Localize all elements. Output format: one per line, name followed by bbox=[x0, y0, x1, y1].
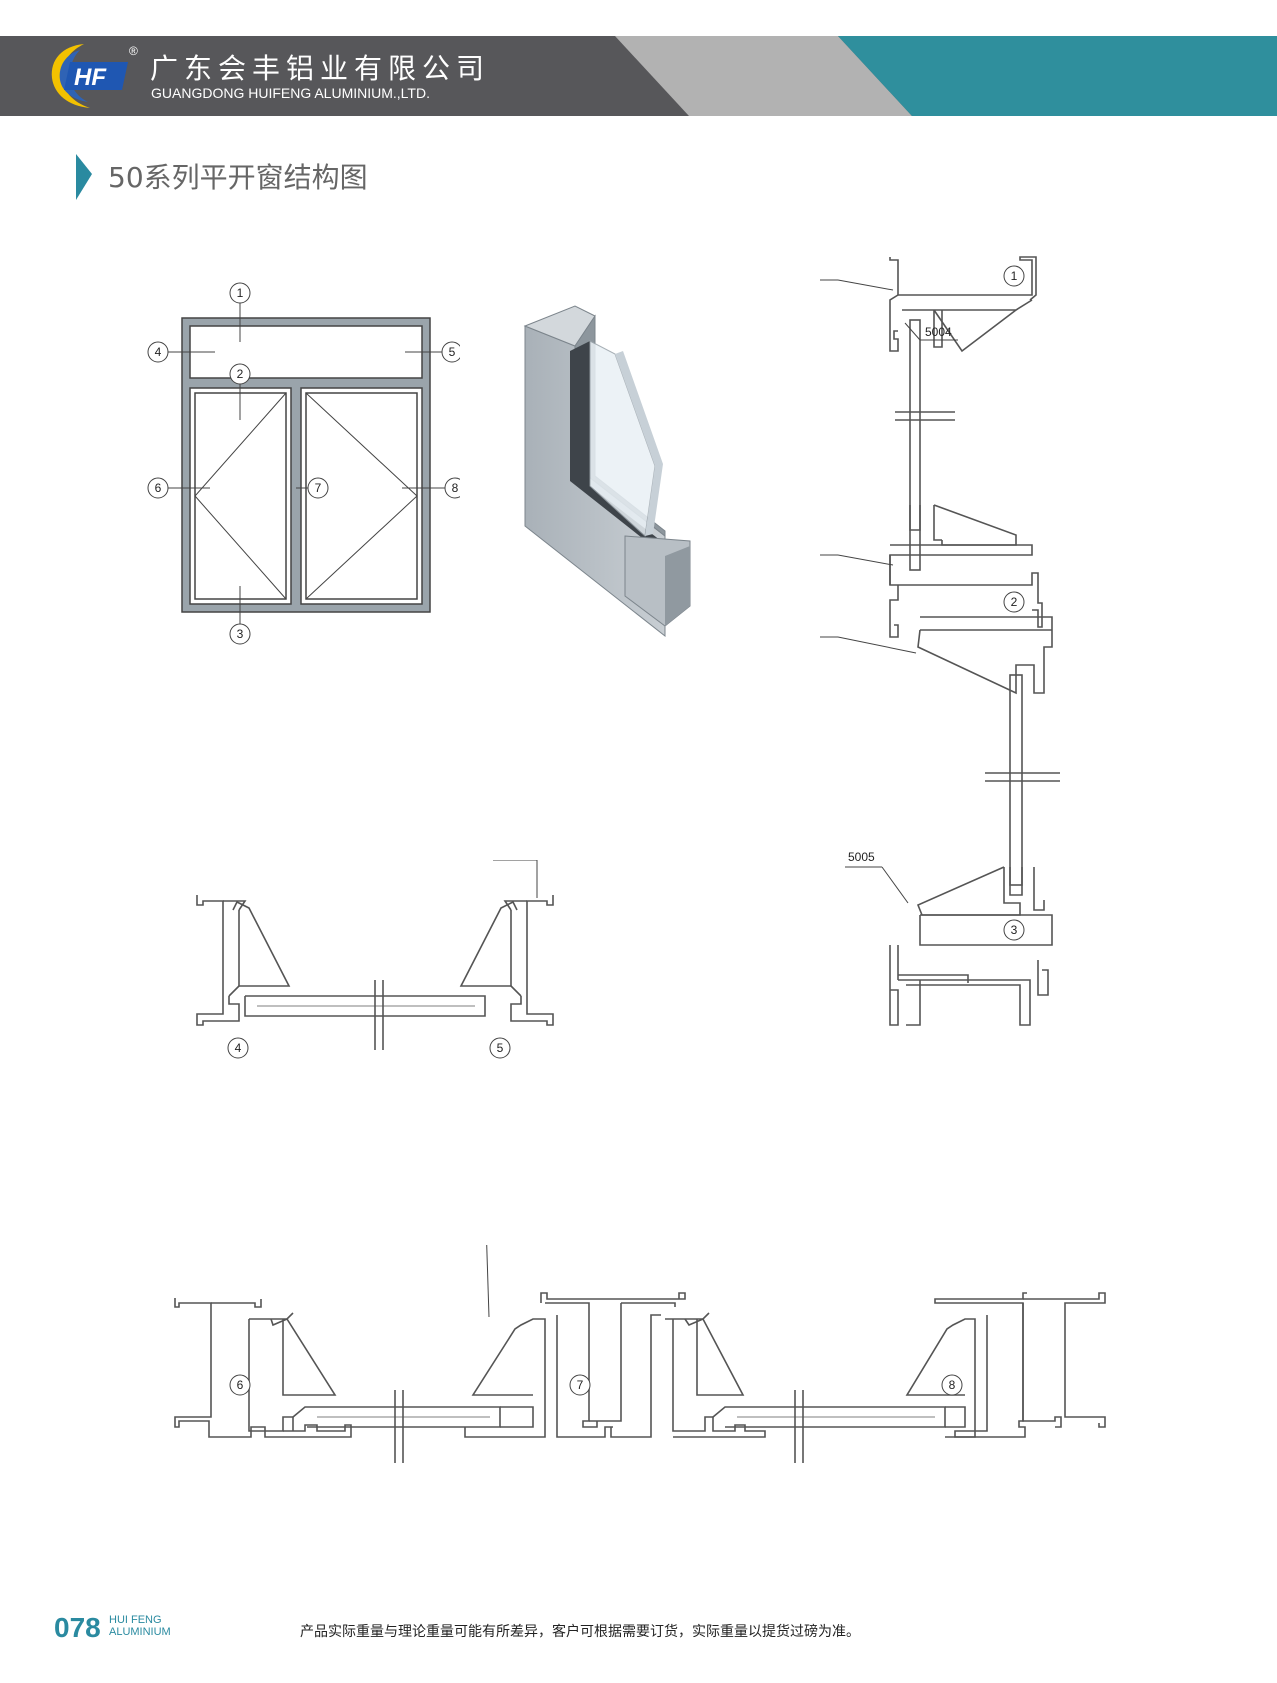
elevation-marker-6: 6 bbox=[155, 481, 162, 495]
section-6-7-8-drawing: 5005 5001 5003 6 7 8 bbox=[174, 1245, 1106, 1463]
page-number: 078 bbox=[54, 1612, 101, 1643]
elevation-marker-5: 5 bbox=[449, 345, 456, 359]
section-marker-8: 8 bbox=[949, 1378, 956, 1392]
section-marker-5: 5 bbox=[497, 1041, 504, 1055]
company-name-en: GUANGDONG HUIFENG ALUMINIUM.,LTD. bbox=[151, 85, 430, 101]
hf-logo-icon: HF bbox=[51, 44, 128, 108]
window-elevation-drawing: 1 2 3 4 5 6 7 8 bbox=[147, 282, 460, 645]
vertical-section-drawing: 5003 5004 5001 5002 5005 1 2 3 bbox=[820, 256, 1060, 1026]
registered-mark: ® bbox=[129, 44, 138, 58]
section-marker-3: 3 bbox=[1011, 923, 1018, 937]
elevation-marker-4: 4 bbox=[155, 345, 162, 359]
header-background bbox=[0, 36, 1277, 116]
company-name-cn: 广东会丰铝业有限公司 bbox=[150, 52, 491, 85]
header-band bbox=[0, 36, 1277, 116]
section-marker-1: 1 bbox=[1011, 269, 1018, 283]
section-marker-7: 7 bbox=[577, 1378, 584, 1392]
section-marker-2: 2 bbox=[1011, 595, 1018, 609]
elevation-marker-3: 3 bbox=[237, 627, 244, 641]
elevation-marker-1: 1 bbox=[237, 286, 244, 300]
heading-arrow-icon bbox=[76, 154, 92, 200]
logo-text: HF bbox=[74, 64, 107, 91]
elevation-marker-2: 2 bbox=[237, 367, 244, 381]
elevation-marker-8: 8 bbox=[452, 481, 459, 495]
elevation-marker-7: 7 bbox=[315, 481, 322, 495]
corner-profile-3d-image bbox=[523, 305, 691, 638]
page-title: 50系列平开窗结构图 bbox=[108, 161, 368, 194]
footer-brand-line2: ALUMINIUM bbox=[109, 1626, 171, 1638]
footer-brand: HUI FENG ALUMINIUM bbox=[109, 1614, 171, 1638]
part-label-5004: 5004 bbox=[925, 325, 952, 339]
part-label-5005: 5005 bbox=[848, 850, 875, 864]
section-4-5-drawing: 5003 4 5 bbox=[196, 860, 554, 1059]
section-marker-4: 4 bbox=[235, 1041, 242, 1055]
footer-brand-line1: HUI FENG bbox=[109, 1614, 162, 1626]
footer-note: 产品实际重量与理论重量可能有所差异，客户可根据需要订货，实际重量以提货过磅为准。 bbox=[300, 1624, 860, 1640]
section-marker-6: 6 bbox=[237, 1378, 244, 1392]
